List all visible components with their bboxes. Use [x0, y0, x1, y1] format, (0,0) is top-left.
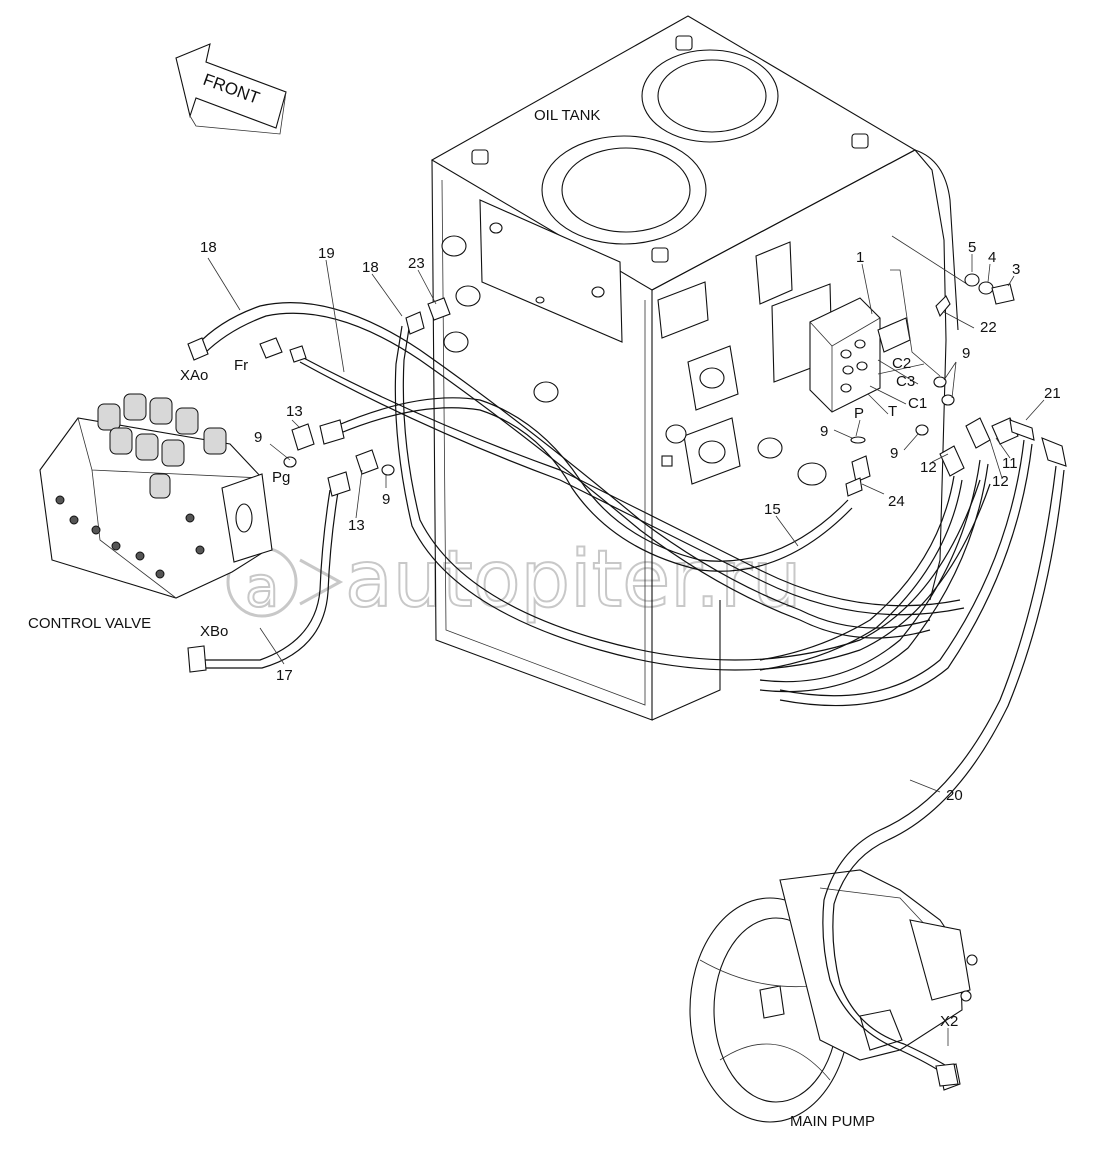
- port-t-label: T: [888, 403, 897, 420]
- callout-18-right: 18: [362, 259, 379, 276]
- port-pg-label: Pg: [272, 469, 290, 486]
- callout-24: 24: [888, 493, 905, 510]
- callout-9-hose: 9: [382, 491, 390, 508]
- leader-lines: [207, 254, 1045, 1046]
- port-xbo-label: XBo: [200, 623, 228, 640]
- o-rings: [850, 376, 955, 444]
- hose-end-fittings: [187, 297, 959, 1087]
- callout-21: 21: [1044, 385, 1061, 402]
- port-fr-label: Fr: [234, 357, 248, 374]
- fittings: [845, 417, 1067, 497]
- oil-tank-label: OIL TANK: [534, 107, 600, 124]
- callout-11: 11: [1002, 455, 1018, 472]
- port-p-label: P: [854, 405, 864, 422]
- port-c2-label: C2: [892, 355, 911, 372]
- watermark-text: autopiter.ru: [345, 535, 802, 625]
- watermark: a autopiter.ru: [226, 534, 803, 626]
- callout-3: 3: [1012, 261, 1020, 278]
- control-valve: [39, 393, 273, 599]
- svg-text:a: a: [245, 555, 279, 620]
- front-arrow-icon: FRONT: [175, 43, 287, 135]
- port-xao-label: XAo: [180, 367, 208, 384]
- hoses: [195, 302, 1065, 1075]
- port-x2-label: X2: [940, 1013, 958, 1030]
- callout-15: 15: [764, 501, 781, 518]
- port-c3-label: C3: [896, 373, 915, 390]
- callout-12-left: 12: [920, 459, 937, 476]
- callout-20: 20: [946, 787, 963, 804]
- callout-18-left: 18: [200, 239, 217, 256]
- callout-9-t: 9: [890, 445, 898, 462]
- callout-9-p: 9: [820, 423, 828, 440]
- callout-17: 17: [276, 667, 293, 684]
- callout-13-top: 13: [286, 403, 303, 420]
- oil-tank: [430, 15, 959, 721]
- callout-1: 1: [856, 249, 864, 266]
- port-c1-label: C1: [908, 395, 927, 412]
- callout-12-right: 12: [992, 473, 1009, 490]
- callout-4: 4: [988, 249, 996, 266]
- main-pump-label: MAIN PUMP: [790, 1113, 875, 1130]
- callout-9-valve: 9: [254, 429, 262, 446]
- callout-23: 23: [408, 255, 425, 272]
- callout-5: 5: [968, 239, 976, 256]
- valve-block: [809, 235, 971, 413]
- callout-22: 22: [980, 319, 997, 336]
- callout-19: 19: [318, 245, 335, 262]
- hardware-parts: [935, 273, 1015, 318]
- control-valve-label: CONTROL VALVE: [28, 615, 151, 632]
- callout-13-bottom: 13: [348, 517, 365, 534]
- callout-9-c3: 9: [962, 345, 970, 362]
